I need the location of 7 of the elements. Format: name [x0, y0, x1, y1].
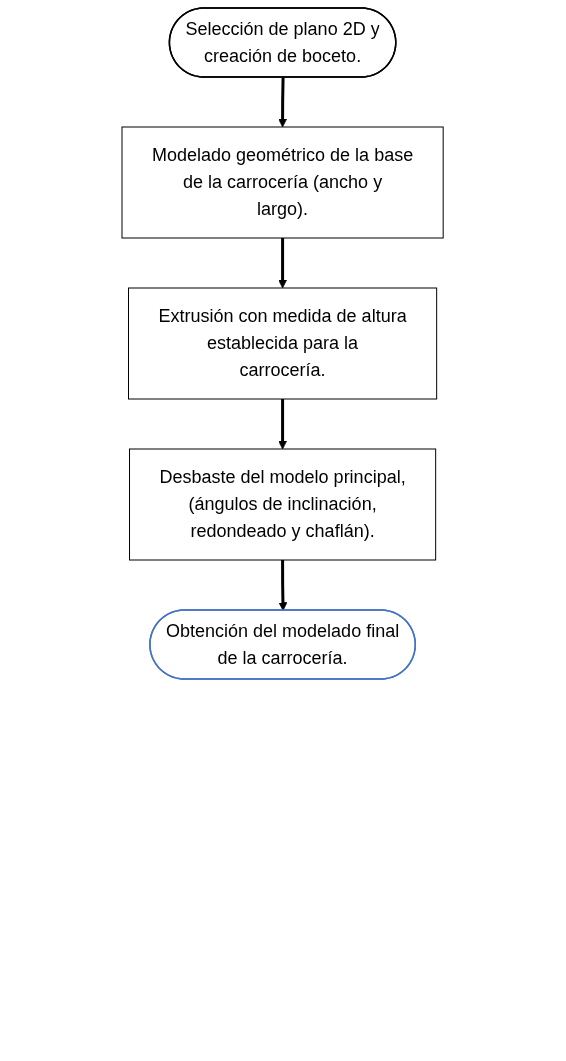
arrow: [278, 77, 288, 128]
arrow: [278, 560, 288, 611]
arrow: [278, 399, 288, 450]
node-box: Extrusión con medida de altura establecida para la carrocería.: [128, 287, 438, 400]
node-box: Desbaste del modelo principal, (ángulos de inclinación, redondeado y chaflán).: [129, 448, 437, 561]
node-box: Modelado geométrico de la base de la carrocería (ancho y largo).: [121, 126, 445, 239]
arrow: [278, 238, 288, 289]
